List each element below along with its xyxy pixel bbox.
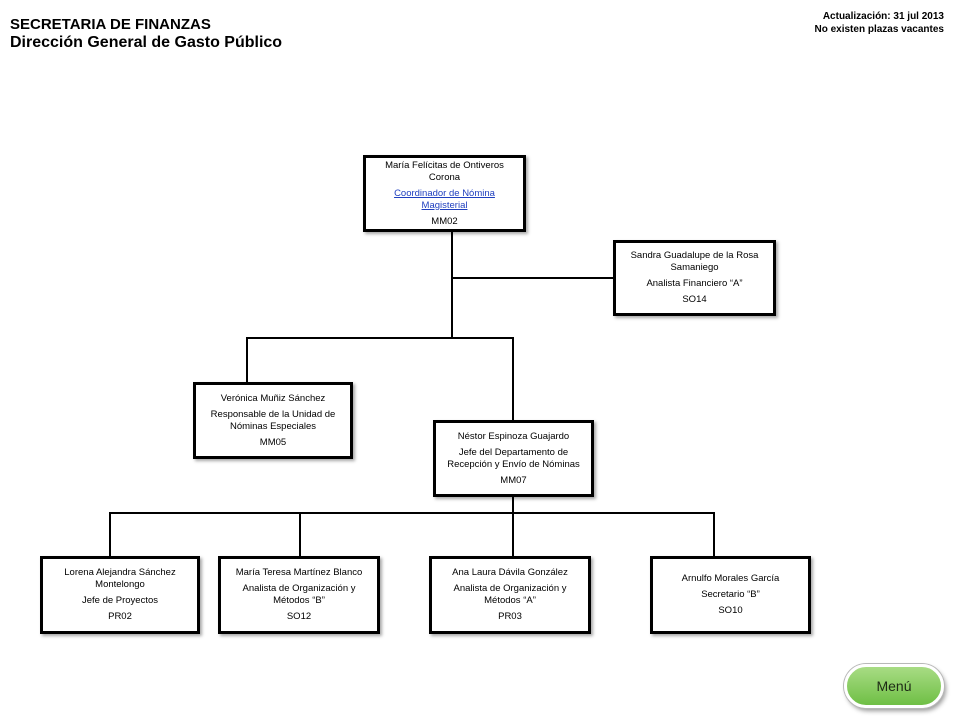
person-name: Verónica Muñiz Sánchez	[220, 392, 326, 404]
person-name: Ana Laura Dávila González	[452, 567, 568, 578]
position-code: SO10	[718, 605, 743, 616]
connector-line	[451, 230, 453, 338]
org-box-projects-head: Lorena Alejandra Sánchez Montelongo Jefe…	[40, 556, 200, 634]
position-code: MM02	[431, 215, 458, 227]
position-code: MM05	[259, 436, 287, 448]
connector-line	[451, 277, 614, 279]
org-box-financial-analyst: Sandra Guadalupe de la Rosa Samaniego An…	[613, 240, 776, 316]
position-link[interactable]: Coordinador de Nómina Magisterial	[394, 187, 495, 211]
connector-line	[109, 512, 715, 514]
position-title: Jefe del Departamento de Recepción y Env…	[447, 446, 580, 470]
org-box-analyst-a: Ana Laura Dávila González Analista de Or…	[429, 556, 591, 634]
connector-line	[512, 512, 514, 557]
connector-line	[512, 337, 514, 421]
org-box-analyst-b: María Teresa Martínez Blanco Analista de…	[218, 556, 380, 634]
position-code: PR03	[498, 611, 522, 622]
org-box-secretary: Arnulfo Morales García Secretario “B” SO…	[650, 556, 811, 634]
org-box-special-payroll: Verónica Muñiz Sánchez Responsable de la…	[193, 382, 353, 459]
connector-line	[246, 337, 514, 339]
position-title: Responsable de la Unidad de Nóminas Espe…	[210, 408, 336, 432]
update-date: Actualización: 31 jul 2013	[822, 11, 944, 22]
position-code: SO14	[682, 294, 707, 305]
position-title: Analista de Organización y Métodos “B”	[242, 583, 356, 606]
update-info: Actualización: 31 jul 2013 No existen pl…	[814, 10, 944, 36]
menu-button[interactable]: Menú	[844, 664, 944, 708]
connector-line	[299, 512, 301, 557]
org-box-reception-head: Néstor Espinoza Guajardo Jefe del Depart…	[433, 420, 594, 497]
position-title: Analista de Organización y Métodos “A”	[453, 583, 567, 606]
person-name: María Teresa Martínez Blanco	[235, 567, 363, 578]
position-title: Jefe de Proyectos	[81, 595, 159, 606]
org-box-coordinator: María Felícitas de Ontiveros Corona Coor…	[363, 155, 526, 232]
connector-line	[246, 337, 248, 383]
department-title: Dirección General de Gasto Público	[10, 34, 283, 51]
position-code: SO12	[286, 611, 312, 622]
person-name: Néstor Espinoza Guajardo	[457, 430, 570, 442]
position-title: Analista Financiero “A”	[646, 278, 743, 289]
organization-title: SECRETARIA DE FINANZAS	[10, 16, 211, 33]
person-name: Arnulfo Morales García	[681, 573, 780, 584]
connector-line	[109, 512, 111, 557]
person-name: Lorena Alejandra Sánchez Montelongo	[64, 567, 176, 590]
position-title: Secretario “B”	[701, 589, 760, 600]
connector-line	[512, 495, 514, 513]
position-code: MM07	[500, 474, 527, 486]
person-name: María Felícitas de Ontiveros Corona	[385, 159, 504, 183]
vacancy-note: No existen plazas vacantes	[814, 24, 944, 35]
connector-line	[713, 512, 715, 557]
position-code: PR02	[108, 611, 132, 622]
person-name: Sandra Guadalupe de la Rosa Samaniego	[630, 250, 759, 273]
